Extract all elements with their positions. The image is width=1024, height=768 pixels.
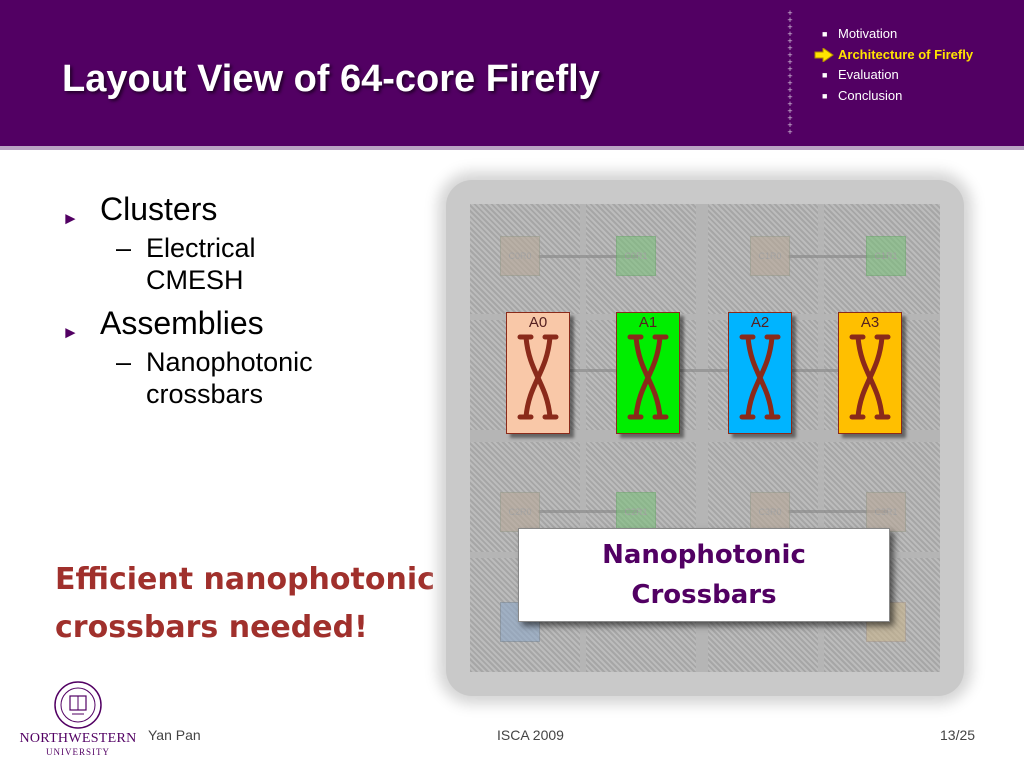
cluster-node-c3r1: C3R1 [866,492,906,532]
cluster-node-c1r1: C1R1 [866,236,906,276]
header-divider [0,146,1024,150]
section-nav: ■Motivation Architecture of Firefly ■Eva… [814,24,973,107]
triangle-bullet-icon: ► [62,323,79,342]
crossbar-a1: A1 [616,312,680,434]
crossbar-a2: A2 [728,312,792,434]
university-seal-icon [54,681,102,729]
crossbar-label: A3 [860,314,880,331]
crossbar-label: A0 [528,314,548,331]
bullet-clusters: ►Clusters [62,190,313,228]
crossbars-callout: Nanophotonic Crossbars [518,528,890,622]
footer-author: Yan Pan [148,727,201,743]
crossbar-x-icon [849,334,891,420]
triangle-bullet-icon: ► [62,209,79,228]
callout-line-2: Crossbars [631,580,777,610]
crossbar-x-icon [627,334,669,420]
mesh-link [538,255,638,258]
crossbar-x-icon [517,334,559,420]
footer-page-number: 13/25 [940,727,976,743]
nav-item-conclusion[interactable]: ■Conclusion [822,86,973,107]
slide-title: Layout View of 64-core Firefly [62,58,600,100]
slide-header [0,0,1024,146]
bullet-assemblies: ►Assemblies [62,304,313,342]
crossbar-label: A1 [638,314,658,331]
nav-item-motivation[interactable]: ■Motivation [822,24,973,45]
square-bullet-icon: ■ [822,70,828,80]
mesh-link [788,510,888,513]
mesh-link [562,369,848,372]
cluster-node-c2r0: C2R0 [500,492,540,532]
current-section-arrow-icon [814,47,834,62]
callout-line-1: Nanophotonic [602,540,806,570]
cluster-node-c1r0: C1R0 [750,236,790,276]
nav-item-architecture[interactable]: Architecture of Firefly [814,45,973,66]
cluster-node-c2r1: C2R1 [616,492,656,532]
nav-item-evaluation[interactable]: ■Evaluation [822,65,973,86]
university-logo: NORTHWESTERN UNIVERSITY [19,731,137,758]
crossbar-label: A2 [750,314,770,331]
cluster-node-c0r0: C0R0 [500,236,540,276]
footer-venue: ISCA 2009 [497,727,564,743]
square-bullet-icon: ■ [822,90,828,101]
mesh-link [538,510,638,513]
cluster-node-c0r1: C0R1 [616,236,656,276]
crossbar-x-icon [739,334,781,420]
decorative-cross-strip: ++++++++++++++++++ [787,8,793,137]
square-bullet-icon: ■ [822,29,828,39]
mesh-link [788,255,888,258]
crossbar-a3: A3 [838,312,902,434]
cluster-node-c3r0: C3R0 [750,492,790,532]
crossbar-a0: A0 [506,312,570,434]
